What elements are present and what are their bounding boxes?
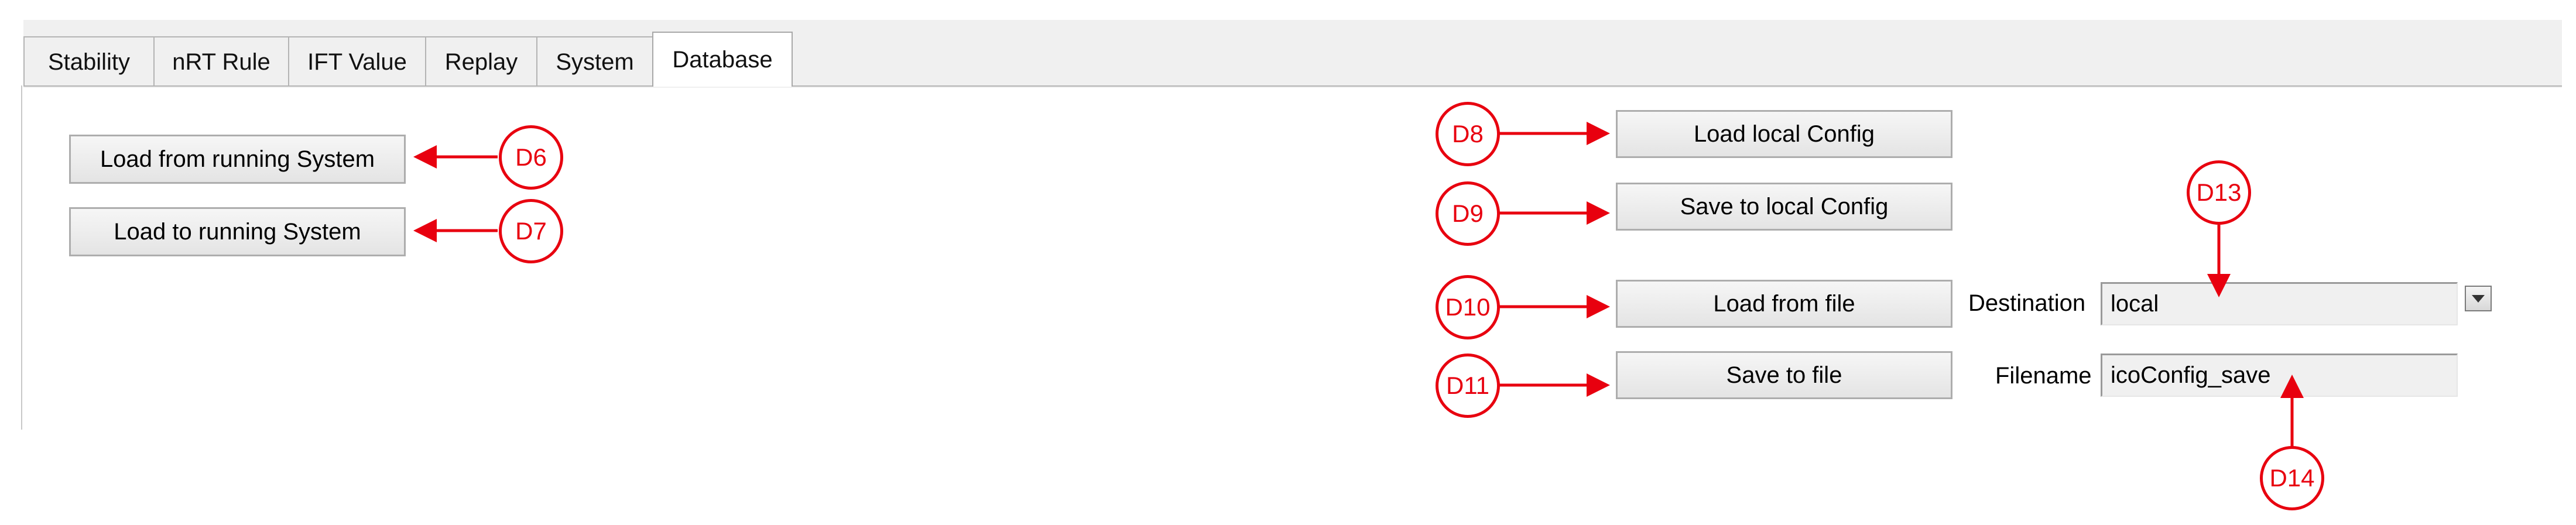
load-from-running-system-button[interactable]: Load from running System (69, 135, 406, 184)
tab-panel-left-border (21, 85, 22, 430)
callout-d13: D13 (2187, 160, 2251, 225)
tab-ift-value[interactable]: IFT Value (288, 36, 426, 87)
dropdown-arrow-icon[interactable] (2465, 286, 2492, 311)
load-to-running-system-button[interactable]: Load to running System (69, 207, 406, 256)
callout-d8: D8 (1436, 102, 1500, 166)
save-to-file-button[interactable]: Save to file (1616, 351, 1952, 399)
callout-d9: D9 (1436, 181, 1500, 246)
callout-d14: D14 (2260, 446, 2324, 510)
tab-database[interactable]: Database (652, 32, 793, 87)
callout-d7: D7 (499, 199, 563, 263)
tab-stability[interactable]: Stability (23, 36, 155, 87)
load-from-file-button[interactable]: Load from file (1616, 280, 1952, 328)
tab-panel-border (23, 85, 2562, 87)
callout-d10: D10 (1436, 275, 1500, 339)
filename-label: Filename (1995, 363, 2092, 389)
filename-input[interactable]: icoConfig_save (2101, 354, 2458, 397)
load-local-config-button[interactable]: Load local Config (1616, 110, 1952, 158)
save-to-local-config-button[interactable]: Save to local Config (1616, 183, 1952, 231)
callout-d11: D11 (1436, 354, 1500, 418)
callout-d6: D6 (499, 125, 563, 190)
destination-label: Destination (1968, 290, 2086, 316)
tab-replay[interactable]: Replay (425, 36, 537, 87)
tab-bar: Stability nRT Rule IFT Value Replay Syst… (23, 32, 793, 87)
tab-system[interactable]: System (536, 36, 653, 87)
destination-select[interactable]: local (2101, 282, 2458, 325)
